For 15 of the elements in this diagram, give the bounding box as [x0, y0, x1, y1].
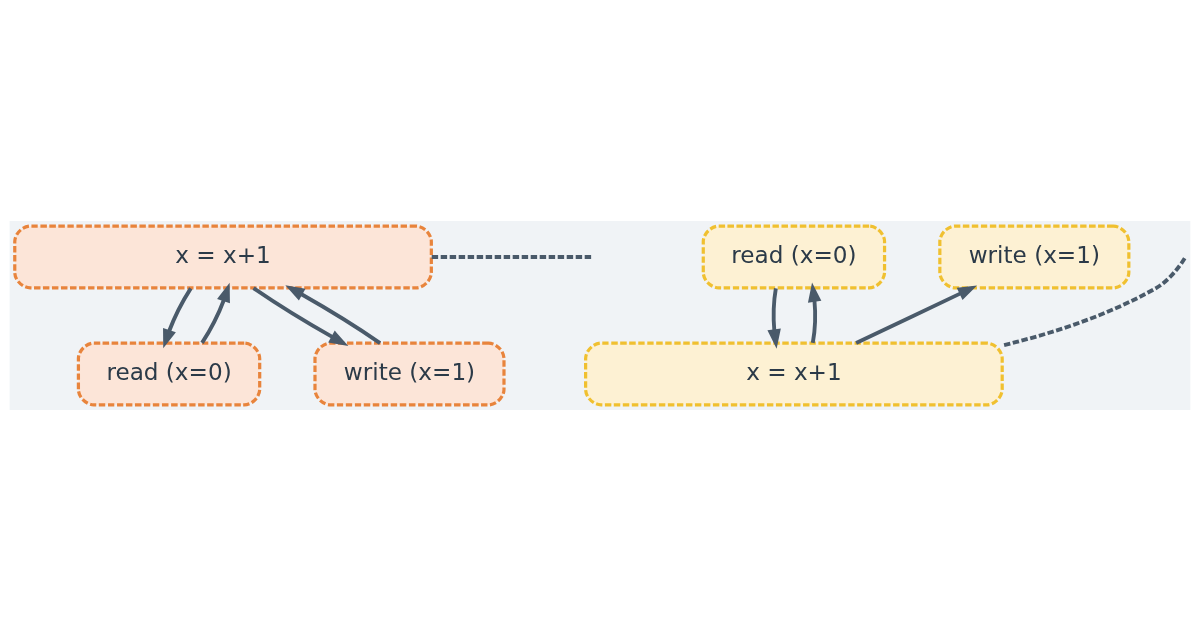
arrow	[807, 282, 822, 343]
connector	[1002, 256, 1187, 347]
node-box: write (x=1)	[313, 341, 506, 406]
node-box: write (x=1)	[938, 224, 1131, 289]
node-box: x = x+1	[13, 224, 433, 289]
arrow	[285, 284, 382, 345]
node-box: read (x=0)	[701, 224, 887, 289]
node-box: read (x=0)	[76, 341, 262, 406]
arrow	[252, 285, 349, 346]
arrow	[200, 282, 230, 344]
arrow	[767, 287, 781, 349]
node-box: x = x+1	[584, 341, 1004, 406]
arrow	[163, 286, 193, 348]
connector	[431, 254, 593, 259]
arrow	[855, 285, 978, 345]
